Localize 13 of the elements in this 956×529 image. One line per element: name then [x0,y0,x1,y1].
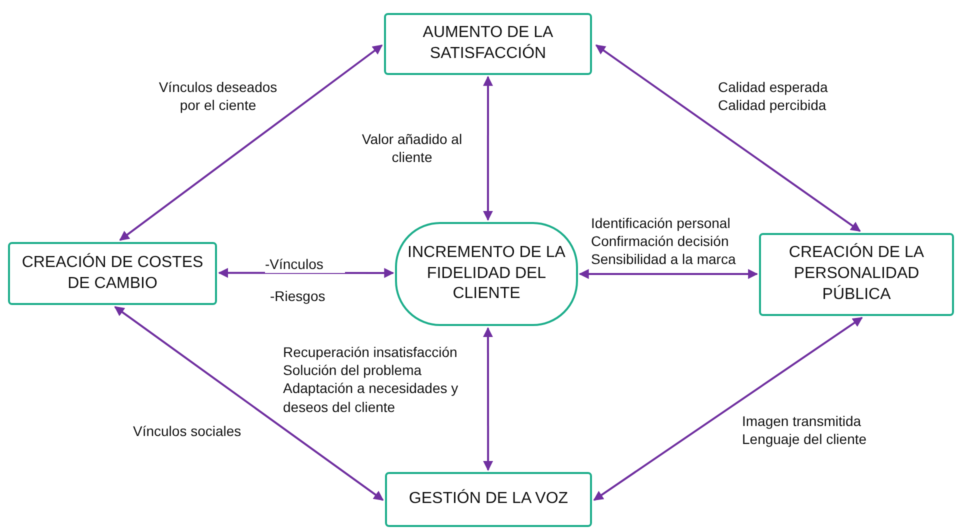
double-arrow [482,327,494,472]
rounded-box: INCREMENTO DE LA FIDELIDAD DEL CLIENTE [395,222,578,326]
process-box: GESTIÓN DE LA VOZ [385,472,592,527]
double-arrow [482,76,493,221]
process-box: CREACIÓN DE LA PERSONALIDAD PÚBLICA [759,233,954,316]
process-box: AUMENTO DE LA SATISFACCIÓN [384,13,592,75]
double-arrow [593,316,863,501]
double-arrow [119,44,383,241]
double-arrow [595,44,861,232]
process-box: CREACIÓN DE COSTES DE CAMBIO [8,242,217,305]
double-arrow [218,268,394,278]
double-arrow [114,306,384,501]
double-arrow [578,269,758,279]
